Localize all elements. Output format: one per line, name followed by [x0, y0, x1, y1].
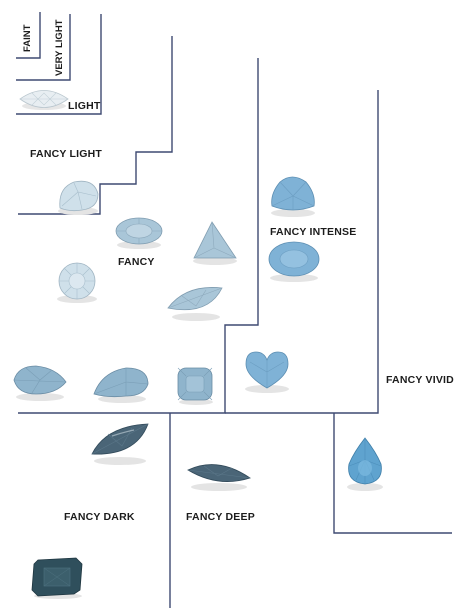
light-label: LIGHT	[68, 100, 101, 112]
fancy-intense-heart-gem	[245, 351, 289, 393]
very-light-boundary	[16, 14, 71, 81]
fancy-vivid-boundary	[333, 413, 452, 534]
fancy-dark-label: FANCY DARK	[64, 511, 135, 523]
light-marquise-gem	[19, 90, 69, 110]
fancy-light-pear-gem	[58, 180, 99, 215]
fancy-light-label: FANCY LIGHT	[30, 148, 103, 160]
fancy-boundary	[18, 58, 259, 414]
fancy-vivid-label: FANCY VIVID	[386, 374, 454, 386]
fancy-light-boundary	[18, 36, 173, 215]
fancy-cushion-gem	[177, 367, 213, 405]
fancy-trillion-gem	[193, 221, 237, 265]
fancy-deep-marquise-gem	[187, 464, 251, 491]
fancy-dark-marquise-gem	[91, 423, 149, 465]
very-light-label: VERY LIGHT	[54, 19, 65, 76]
fancy-oval-gem	[115, 217, 163, 249]
fancy-intense-oval-gem	[268, 241, 320, 282]
fancy-label: FANCY	[118, 256, 155, 268]
light-boundary	[16, 14, 102, 115]
fancy-vivid-pear-gem	[347, 437, 383, 491]
faint-boundary	[16, 12, 41, 59]
fancy-intense-label: FANCY INTENSE	[270, 226, 357, 238]
fancy-dark-emerald-gem	[31, 557, 83, 599]
fancy-round-gem	[57, 262, 97, 303]
fancy-pear-gem-1	[13, 365, 67, 401]
fancy-intense-boundary	[225, 90, 379, 414]
fancy-pear-gem-2	[93, 367, 149, 403]
faint-label: FAINT	[22, 24, 33, 52]
fancy-marquise-gem	[167, 287, 223, 321]
fancy-intense-trillion-gem	[271, 176, 315, 217]
fancy-deep-label: FANCY DEEP	[186, 511, 255, 523]
